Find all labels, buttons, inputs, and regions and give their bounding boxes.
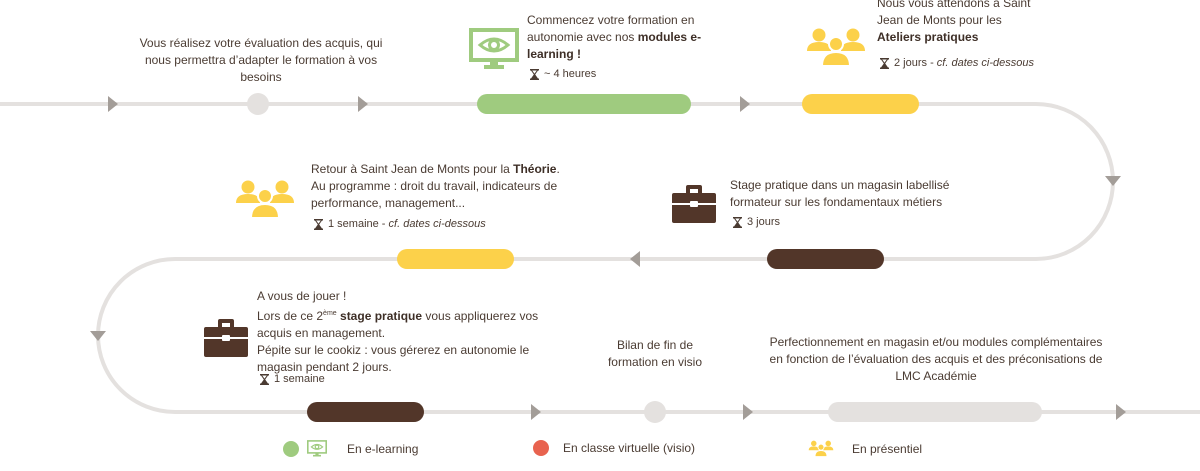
step-perfectionnement-text: Perfectionnement en magasin et/ou module…: [766, 334, 1106, 385]
group-icon: [235, 179, 295, 224]
step-bilan-description: Bilan de fin de formation en visio: [607, 338, 703, 369]
track-curve-left: [96, 257, 176, 414]
step-theorie-highlight: Théorie: [513, 162, 557, 176]
step-ateliers-duration: 2 jours - cf. dates ci-dessous: [880, 56, 1034, 70]
step-theorie-duration: 1 semaine - cf. dates ci-dessous: [314, 217, 486, 231]
step-stage1-description: Stage pratique dans un magasin labellisé…: [730, 178, 950, 209]
step-evaluation-text: Vous réalisez votre évaluation des acqui…: [132, 35, 390, 86]
step-stage2-text: A vous de jouer ! Lors de ce 2ème stage …: [257, 288, 557, 376]
punctuation: .: [556, 162, 560, 176]
step-stage2-heading: A vous de jouer !: [257, 289, 347, 303]
briefcase-icon: [671, 184, 717, 229]
arrow-right: [740, 96, 750, 112]
ordinal-suffix: ème: [323, 310, 337, 317]
step-stage1-text: Stage pratique dans un magasin labellisé…: [730, 177, 970, 211]
step-stage2-description: vous appliquerez vos acquis en managemen…: [257, 309, 539, 340]
legend-presentiel-label: En présentiel: [852, 441, 923, 456]
legend-visio-label: En classe virtuelle (visio): [563, 441, 696, 455]
step-stage2-highlight: stage pratique: [340, 309, 423, 323]
hourglass-icon: [880, 57, 889, 69]
milestone-stage2-pill: [307, 402, 424, 422]
monitor-eye-icon: [307, 440, 327, 457]
step-elearning-description: Commencez votre formation en autonomie a…: [527, 13, 695, 44]
group-icon: [808, 440, 834, 457]
milestone-ateliers-pill: [802, 94, 919, 114]
step-elearning-text: Commencez votre formation en autonomie a…: [527, 12, 717, 63]
step-theorie-programme: Au programme : droit du travail, indicat…: [311, 179, 558, 210]
duration-note: cf. dates ci-dessous: [936, 57, 1035, 69]
monitor-eye-icon: [469, 28, 519, 75]
arrow-right: [1116, 404, 1126, 420]
group-icon: [806, 27, 866, 72]
milestone-theorie-pill: [397, 249, 514, 269]
legend-visio: En classe virtuelle (visio): [533, 440, 695, 456]
arrow-down: [90, 331, 106, 341]
step-theorie-text: Retour à Saint Jean de Monts pour la Thé…: [311, 161, 591, 212]
step-elearning-duration: ~ 4 heures: [530, 67, 596, 81]
legend-elearning-label: En e-learning: [347, 441, 419, 456]
step-elearning-highlight: modules e-learning !: [527, 30, 702, 61]
arrow-left: [630, 251, 640, 267]
duration-note: cf. dates ci-dessous: [388, 218, 486, 230]
step-perfectionnement-description: Perfectionnement en magasin et/ou module…: [769, 335, 1103, 383]
duration-label: ~ 4 heures: [544, 68, 597, 80]
step-stage2-intro: Lors de ce 2: [257, 309, 324, 323]
green-dot-icon: [283, 440, 299, 457]
track-curve-right: [1035, 102, 1115, 261]
milestone-stage1-pill: [767, 249, 884, 269]
step-evaluation-description: Vous réalisez votre évaluation des acqui…: [139, 36, 383, 84]
step-ateliers-description: Nous vous attendons à Saint Jean de Mont…: [877, 0, 1031, 27]
hourglass-icon: [314, 218, 323, 230]
step-stage2-duration: 1 semaine: [260, 372, 325, 386]
briefcase-icon: [203, 318, 249, 363]
arrow-right: [358, 96, 368, 112]
duration-label: 1 semaine: [274, 373, 325, 385]
arrow-down: [1105, 176, 1121, 186]
hourglass-icon: [530, 68, 539, 80]
legend-elearning: En e-learning: [283, 440, 418, 457]
hourglass-icon: [733, 216, 742, 228]
step-bilan-text: Bilan de fin de formation en visio: [605, 337, 705, 371]
milestone-bilan-dot: [644, 401, 666, 423]
arrow-right: [108, 96, 118, 112]
red-dot-icon: [533, 440, 549, 456]
milestone-elearning-pill: [477, 94, 691, 114]
duration-label: 2 jours -: [894, 57, 937, 69]
legend-presentiel: En présentiel: [808, 440, 922, 457]
milestone-perfectionnement-pill: [828, 402, 1042, 422]
duration-label: 1 semaine -: [328, 218, 389, 230]
arrow-right: [743, 404, 753, 420]
step-ateliers-text: Nous vous attendons à Saint Jean de Mont…: [877, 0, 1047, 46]
duration-label: 3 jours: [747, 216, 781, 228]
hourglass-icon: [260, 373, 269, 385]
step-stage1-duration: 3 jours: [733, 215, 780, 229]
step-theorie-intro: Retour à Saint Jean de Monts pour la: [311, 162, 514, 176]
step-stage2-tip: Pépite sur le cookiz : vous gérerez en a…: [257, 343, 530, 374]
step-ateliers-highlight: Ateliers pratiques: [877, 30, 979, 44]
arrow-right: [531, 404, 541, 420]
milestone-evaluation-dot: [247, 93, 269, 115]
